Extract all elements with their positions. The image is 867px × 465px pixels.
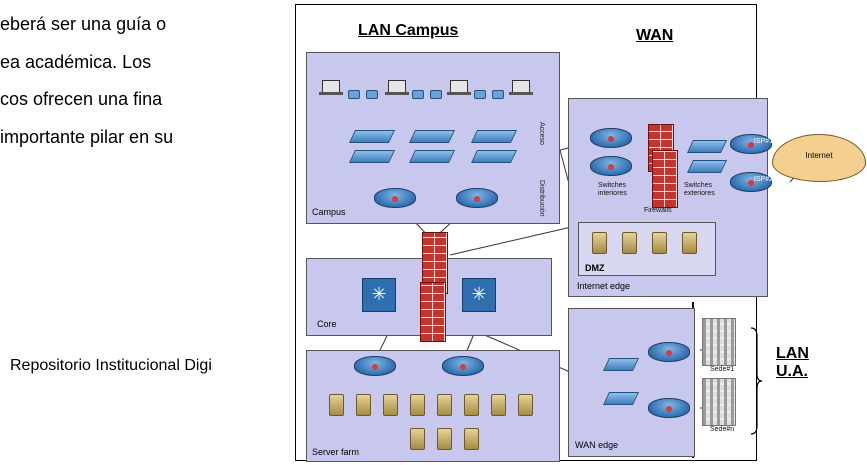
ip-phone-icon <box>366 90 378 99</box>
outer-switch-icon <box>686 140 728 153</box>
core-switch-icon: ✳ <box>462 278 496 312</box>
site-n-label: Sede#n <box>710 426 735 433</box>
access-layer-label: Acceso <box>538 122 545 145</box>
zone-label: Campus <box>312 207 346 217</box>
cloud-icon: Internet <box>772 134 866 182</box>
zone-server-farm: Server farm <box>306 350 560 462</box>
server-icon <box>652 232 667 254</box>
access-switch-icon <box>348 130 396 143</box>
label-line: interiores <box>598 190 627 197</box>
building-icon <box>702 378 736 426</box>
ip-phone-icon <box>474 90 486 99</box>
core-switch-icon: ✳ <box>362 278 396 312</box>
paragraph-word: académica. <box>25 51 118 72</box>
server-icon <box>464 428 479 450</box>
server-icon <box>410 394 425 416</box>
label-line: Switches <box>598 182 627 189</box>
zone-label: WAN edge <box>575 440 619 450</box>
laptop-icon <box>509 80 533 95</box>
lan-ua-line: LAN <box>776 345 809 362</box>
distribution-router-icon <box>456 188 498 208</box>
firewall-icon <box>420 282 446 342</box>
site1-label: Sede#1 <box>710 366 735 373</box>
building-icon <box>702 318 736 366</box>
server-icon <box>464 394 479 416</box>
wan-switch-icon <box>602 358 640 371</box>
server-icon <box>329 394 344 416</box>
server-icon <box>518 394 533 416</box>
access-switch-icon <box>408 150 456 163</box>
access-switch-icon <box>470 130 518 143</box>
isp1-label: ISP#1 <box>754 138 774 145</box>
title-wan: WAN <box>636 27 674 44</box>
server-icon <box>682 232 697 254</box>
server-farm-router-icon <box>354 356 396 376</box>
server-icon <box>592 232 607 254</box>
distribution-layer-label: Distribución <box>538 180 545 217</box>
outer-switches-label: Switches exteriores <box>684 182 715 198</box>
label-line: Switches <box>684 182 713 189</box>
zone-label: Internet edge <box>577 281 631 291</box>
paragraph-line-4: importante pilar en su <box>0 126 174 147</box>
label-line: exteriores <box>684 190 715 197</box>
lan-ua-line: U.A. <box>776 363 808 380</box>
zone-label: Server farm <box>312 447 360 457</box>
paragraph-line-2: ea académica. Los <box>0 44 276 82</box>
zone-wan-edge: WAN edge <box>568 308 695 457</box>
firewalls-label: Firewalls <box>644 207 672 214</box>
inner-switches-label: Switches interiores <box>598 182 627 198</box>
access-switch-icon <box>408 130 456 143</box>
server-icon <box>622 232 637 254</box>
ip-phone-icon <box>430 90 442 99</box>
server-icon <box>491 394 506 416</box>
wan-router-icon <box>648 342 690 362</box>
isp1-router-icon <box>730 134 772 154</box>
wan-switch-icon <box>602 392 640 405</box>
ip-phone-icon <box>348 90 360 99</box>
server-icon <box>437 394 452 416</box>
server-icon <box>383 394 398 416</box>
isp2-label: ISP#2 <box>754 176 774 183</box>
paragraph-word: Los <box>122 51 152 72</box>
title-lan-campus: LAN Campus <box>358 22 459 39</box>
server-icon <box>410 428 425 450</box>
server-icon <box>437 428 452 450</box>
lan-ua-title: LAN U.A. <box>776 345 809 381</box>
repository-footer: Repositorio Institucional Digi <box>10 357 212 374</box>
outer-switch-icon <box>686 160 728 173</box>
body-paragraph: eberá ser una guía o ea académica. Los c… <box>0 6 276 156</box>
paragraph-line-1: eberá ser una guía o <box>0 14 167 34</box>
firewall-icon <box>652 150 678 208</box>
laptop-icon <box>319 80 343 95</box>
paragraph-line-3: cos ofrecen una fina <box>0 89 163 109</box>
access-switch-icon <box>470 150 518 163</box>
server-farm-router-icon <box>442 356 484 376</box>
inner-switch-router-icon <box>590 156 632 176</box>
isp2-router-icon <box>730 172 772 192</box>
server-icon <box>356 394 371 416</box>
inner-switch-router-icon <box>590 128 632 148</box>
laptop-icon <box>385 80 409 95</box>
ip-phone-icon <box>492 90 504 99</box>
distribution-router-icon <box>374 188 416 208</box>
wan-router-icon <box>648 398 690 418</box>
paragraph-word: ea <box>0 51 21 72</box>
ip-phone-icon <box>412 90 424 99</box>
access-switch-icon <box>348 150 396 163</box>
zone-label: DMZ <box>585 263 605 273</box>
internet-label: Internet <box>805 151 833 160</box>
zone-label: Core <box>317 319 337 329</box>
curly-brace-icon <box>750 327 763 435</box>
laptop-icon <box>447 80 471 95</box>
